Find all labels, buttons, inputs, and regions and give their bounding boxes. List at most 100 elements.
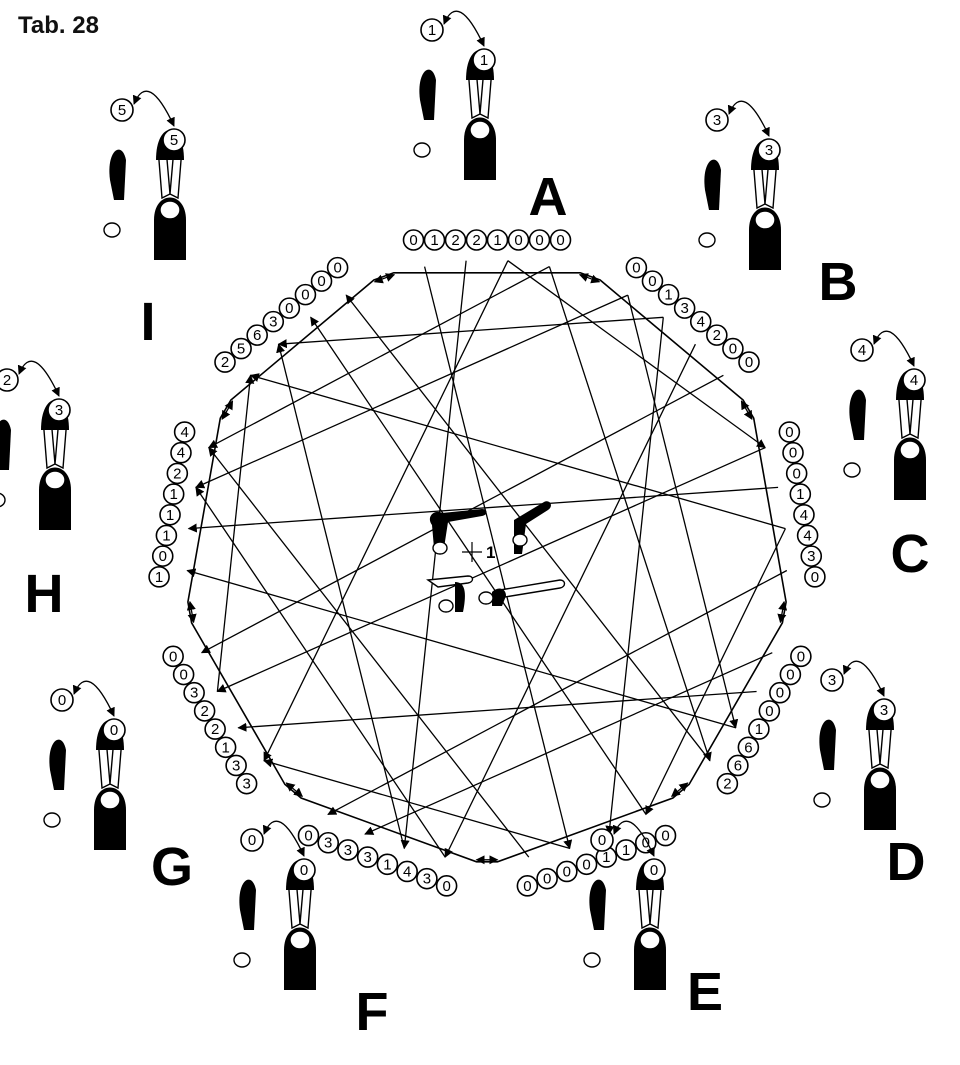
swap-pair-c: 44	[851, 331, 925, 391]
transition-arrow	[189, 487, 779, 528]
transition-arrow	[311, 317, 646, 814]
sequence-circle: 0	[723, 339, 743, 359]
sequence-value: 3	[190, 685, 198, 702]
sequence-value: 1	[796, 486, 804, 503]
station-label-i: I	[140, 292, 155, 352]
sequence-circle: 1	[488, 230, 508, 250]
swap-value: 3	[765, 142, 773, 159]
sequence-value: 3	[232, 757, 240, 774]
sequence-value: 3	[364, 849, 372, 866]
swap-value: 5	[170, 132, 178, 149]
sequence-value: 1	[155, 569, 163, 586]
sequence-value: 1	[622, 842, 630, 859]
sequence-value: 2	[200, 703, 208, 720]
swap-pair-a: 11	[421, 11, 495, 71]
sequence-value: 4	[177, 445, 185, 462]
swap-value: 1	[480, 52, 488, 69]
sequence-value: 0	[765, 703, 773, 720]
sequence-circle: 1	[149, 567, 169, 587]
swap-value: 4	[858, 342, 866, 359]
sequence-value: 6	[734, 757, 742, 774]
sequence-circle: 0	[437, 876, 457, 896]
swap-pair-i: 55	[111, 91, 185, 151]
sequence-circle: 0	[509, 230, 529, 250]
sequence-value: 0	[442, 878, 450, 895]
sequence-value: 0	[169, 648, 177, 665]
sequence-value: 6	[744, 739, 752, 756]
sequence-value: 0	[563, 863, 571, 880]
transition-arrow	[328, 571, 787, 815]
sequence-value: 1	[162, 527, 170, 544]
sequence-value: 0	[301, 287, 309, 304]
swap-value: 3	[880, 702, 888, 719]
sequence-value: 1	[170, 486, 178, 503]
swap-value: 0	[248, 832, 256, 849]
sequence-value: 0	[661, 828, 669, 845]
sequence-circle: 4	[175, 422, 195, 442]
sequence-value: 2	[723, 776, 731, 793]
sequence-circle: 0	[174, 665, 194, 685]
sequence-circle: 0	[530, 230, 550, 250]
sequence-value: 0	[556, 232, 564, 249]
swap-value: 0	[58, 692, 66, 709]
swap-pair-g: 00	[51, 681, 125, 741]
transition-arrow	[217, 375, 250, 691]
sequence-circle: 2	[446, 230, 466, 250]
adjacent-arrow	[741, 401, 752, 419]
sequence-circle: 3	[417, 869, 437, 889]
sequence-value: 0	[745, 354, 753, 371]
swap-value: 4	[910, 372, 918, 389]
sequence-value: 0	[811, 569, 819, 586]
sequence-value: 0	[582, 856, 590, 873]
sequence-circle: 3	[338, 840, 358, 860]
sequence-circle: 0	[163, 646, 183, 666]
transition-arrow	[646, 529, 785, 815]
sequence-value: 5	[237, 341, 245, 358]
sequence-circle: 4	[171, 443, 191, 463]
sequence-circle: 1	[160, 505, 180, 525]
sequence-circle: 0	[642, 271, 662, 291]
sequence-circle: 0	[312, 271, 332, 291]
transition-arrow	[279, 317, 664, 344]
sequence-circle: 0	[739, 352, 759, 372]
sequence-value: 1	[383, 856, 391, 873]
transition-arrow	[217, 448, 765, 692]
transition-arrow	[209, 448, 529, 857]
sequence-value: 6	[253, 327, 261, 344]
sequence-value: 2	[221, 354, 229, 371]
sequence-circle: 0	[557, 861, 577, 881]
sequence-value: 0	[543, 871, 551, 888]
transition-arrow	[209, 267, 550, 448]
sequence-circle: 0	[298, 826, 318, 846]
transition-arrow	[346, 295, 710, 761]
sequence-circle: 1	[425, 230, 445, 250]
sequence-value: 0	[409, 232, 417, 249]
swap-value: 1	[428, 22, 436, 39]
sequence-circle: 0	[791, 646, 811, 666]
sequence-circle: 5	[231, 339, 251, 359]
sequence-value: 0	[523, 878, 531, 895]
sequence-circle: 4	[691, 312, 711, 332]
sequence-value: 2	[713, 327, 721, 344]
sequence-value: 1	[430, 232, 438, 249]
sequence-value: 4	[403, 863, 411, 880]
sequence-circle: 2	[167, 463, 187, 483]
sequence-circle: 0	[656, 826, 676, 846]
sequence-circle: 0	[328, 258, 348, 278]
sequence-value: 0	[792, 465, 800, 482]
sequence-circle: 6	[738, 737, 758, 757]
sequence-circle: 3	[675, 298, 695, 318]
sequence-circle: 0	[759, 701, 779, 721]
sequence-circle: 0	[626, 258, 646, 278]
sequence-value: 1	[166, 507, 174, 524]
sequence-value: 3	[807, 548, 815, 565]
adjacent-arrow	[222, 401, 233, 419]
swap-pair-h: 23	[0, 361, 70, 421]
station-label-a: A	[529, 167, 568, 227]
sequence-circle: 3	[226, 755, 246, 775]
sequence-value: 0	[535, 232, 543, 249]
sequence-value: 0	[514, 232, 522, 249]
sequence-value: 3	[242, 776, 250, 793]
sequence-value: 1	[221, 739, 229, 756]
